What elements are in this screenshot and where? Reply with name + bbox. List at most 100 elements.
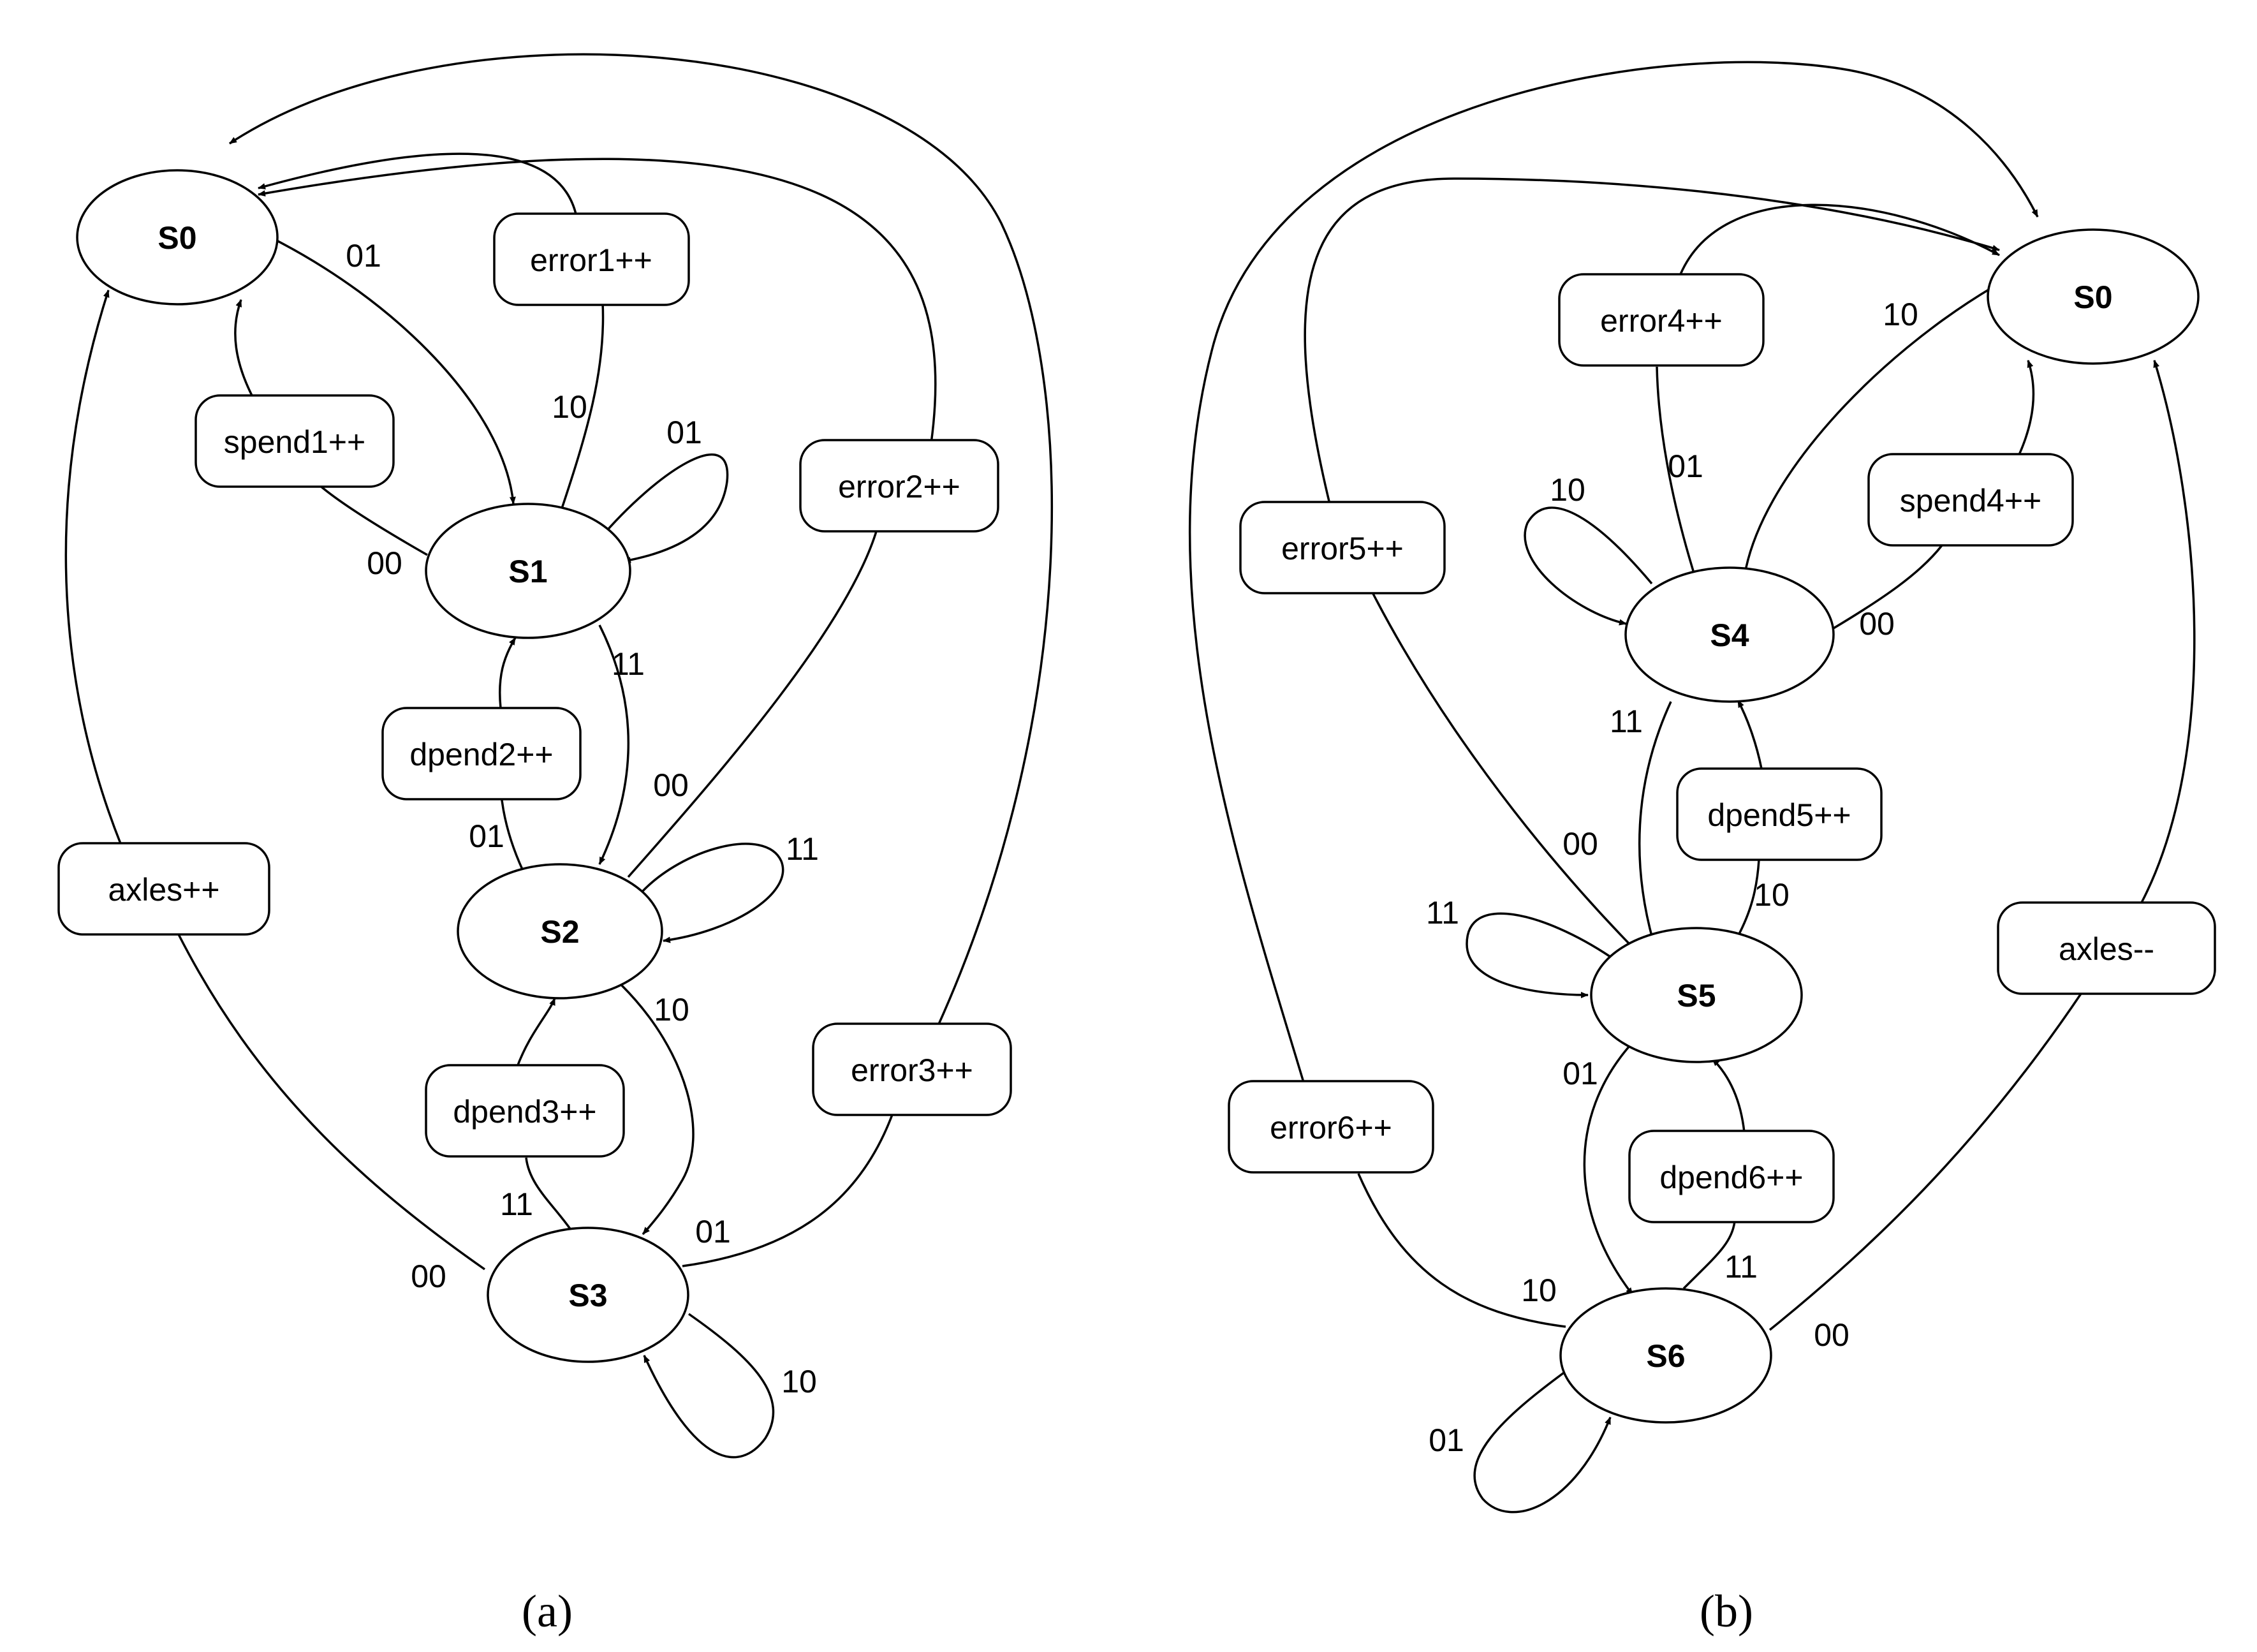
action-error1-box [493, 212, 690, 306]
edge-s5-to-s6 [1583, 1045, 1634, 1296]
action-error4-label: error4++ [1600, 303, 1723, 339]
edge-label-a-s1-error1: 10 [552, 389, 587, 425]
edge-label-a-s3-axles: 00 [411, 1258, 446, 1294]
action-dpend3-label: dpend3++ [453, 1094, 596, 1130]
edge-label-a-s2-dpend2: 01 [469, 818, 504, 854]
action-error5-label: error5++ [1281, 531, 1404, 566]
action-error2-box [799, 439, 999, 533]
action-dpend5-box [1676, 767, 1883, 861]
edge-s1-self-loop [598, 453, 729, 563]
action-spend1-label: spend1++ [224, 424, 365, 460]
edge-label-b-s6-error6: 10 [1521, 1272, 1557, 1308]
action-dpend6-label: dpend6++ [1659, 1160, 1803, 1195]
state-a-s0-label: S0 [158, 220, 196, 256]
edge-s3-self-loop [643, 1313, 775, 1459]
state-b-s6 [1559, 1287, 1772, 1424]
action-error3-label: error3++ [851, 1052, 973, 1088]
edge-s4-error4-to-s0 [1656, 203, 1999, 572]
edge-label-a-s3-dpend3: 11 [500, 1186, 533, 1222]
edge-label-b-s4-self: 10 [1550, 472, 1585, 508]
action-error6-box [1228, 1080, 1434, 1174]
edge-s1-spend1-to-s0 [235, 300, 428, 556]
state-b-s5 [1590, 927, 1803, 1063]
action-axles-inc-box [57, 842, 270, 936]
edge-s6-error6-to-s0 [1189, 61, 2038, 1328]
edge-label-a-s1-s2: 11 [612, 646, 645, 682]
action-error2-label: error2++ [838, 469, 960, 505]
state-b-s6-label: S6 [1646, 1338, 1685, 1374]
state-b-s0-label: S0 [2073, 279, 2112, 315]
edge-label-a-s3-self: 10 [781, 1364, 817, 1399]
action-spend1-box [195, 394, 395, 488]
edge-label-a-s1-self: 01 [666, 415, 702, 450]
edge-label-b-s4-error4: 01 [1668, 448, 1703, 484]
state-a-s0 [76, 169, 279, 306]
edge-label-a-s1-spend1: 00 [367, 545, 402, 581]
edge-s1-to-s2 [598, 624, 630, 865]
edge-label-a-s2-s3: 10 [654, 992, 689, 1028]
action-dpend3-box [425, 1064, 625, 1158]
state-a-s1-label: S1 [508, 554, 547, 589]
diagram-b: error4++ spend4++ error5++ dpend5++ axle… [1189, 61, 2216, 1637]
state-a-s2-label: S2 [540, 914, 579, 950]
action-dpend5-label: dpend5++ [1707, 797, 1851, 833]
state-b-s5-label: S5 [1677, 978, 1716, 1014]
state-a-s3-label: S3 [568, 1278, 607, 1313]
edge-s4-spend4-to-s0 [1833, 360, 2033, 630]
edge-s4-to-s5 [1638, 701, 1672, 941]
edge-s2-to-s3 [621, 984, 695, 1235]
state-b-s4-label: S4 [1710, 617, 1749, 653]
edge-s0-to-s4 [1742, 286, 1994, 578]
state-a-s1 [425, 503, 631, 639]
edge-label-b-s5-self: 11 [1426, 895, 1459, 931]
edge-s5-dpend5-to-s4 [1738, 700, 1763, 937]
diagram-a: error1++ spend1++ error2++ dpend2++ axle… [57, 53, 1054, 1637]
edge-label-b-s4-s5: 11 [1610, 704, 1643, 739]
edge-s4-self-loop [1524, 506, 1653, 626]
caption-b: (b) [1700, 1586, 1753, 1637]
action-error5-box [1239, 501, 1446, 594]
edge-label-b-s6-self: 01 [1429, 1422, 1464, 1458]
action-axles-dec-label: axles-- [2059, 931, 2154, 967]
state-b-s4 [1624, 566, 1835, 703]
state-a-s2 [457, 863, 663, 999]
edge-s2-error2-to-s0 [258, 158, 937, 878]
action-dpend2-label: dpend2++ [409, 737, 553, 772]
action-dpend2-box [381, 707, 582, 800]
action-dpend6-box [1628, 1130, 1835, 1223]
edge-s3-axles-to-s0 [64, 290, 486, 1271]
action-spend4-label: spend4++ [1900, 483, 2041, 519]
action-error6-label: error6++ [1270, 1110, 1392, 1146]
edge-s3-error3-to-s0 [230, 53, 1054, 1267]
edge-label-b-s5-s6: 01 [1562, 1056, 1598, 1091]
state-b-s0 [1987, 228, 2200, 365]
action-spend4-box [1867, 453, 2074, 547]
edge-s6-self-loop [1473, 1370, 1612, 1514]
edge-s3-dpend3-to-s2 [515, 998, 575, 1235]
edge-label-a-s3-error3: 01 [695, 1214, 731, 1250]
edge-label-b-s6-dpend6: 11 [1724, 1249, 1758, 1285]
edge-s5-self-loop [1466, 912, 1611, 998]
action-axles-dec-box [1997, 901, 2216, 995]
edge-label-b-s0-s4: 10 [1883, 297, 1918, 332]
edge-label-b-s6-axles: 00 [1814, 1317, 1849, 1353]
edge-s5-error5-to-s0 [1304, 177, 1999, 945]
edge-label-a-s2-error2: 00 [653, 767, 689, 803]
action-error4-box [1558, 273, 1765, 367]
edge-label-b-s5-dpend5: 10 [1754, 877, 1790, 913]
edge-label-b-s5-error5: 00 [1562, 826, 1598, 862]
edge-label-b-s4-spend4: 00 [1859, 606, 1895, 642]
edge-s1-error1-to-s0 [258, 152, 605, 511]
action-axles-inc-label: axles++ [108, 872, 219, 908]
edge-s0-to-s1 [267, 235, 516, 505]
edge-s2-self-loop [640, 843, 784, 943]
caption-a: (a) [522, 1586, 573, 1637]
edge-s6-dpend6-to-s5 [1682, 1059, 1746, 1290]
action-error3-box [812, 1022, 1012, 1116]
action-error1-label: error1++ [530, 242, 652, 278]
edge-s6-axles-to-s0 [1768, 360, 2196, 1331]
state-a-s3 [487, 1227, 689, 1363]
edge-label-a-s0-s1: 01 [346, 238, 381, 274]
edge-label-a-s2-self: 11 [786, 831, 819, 867]
